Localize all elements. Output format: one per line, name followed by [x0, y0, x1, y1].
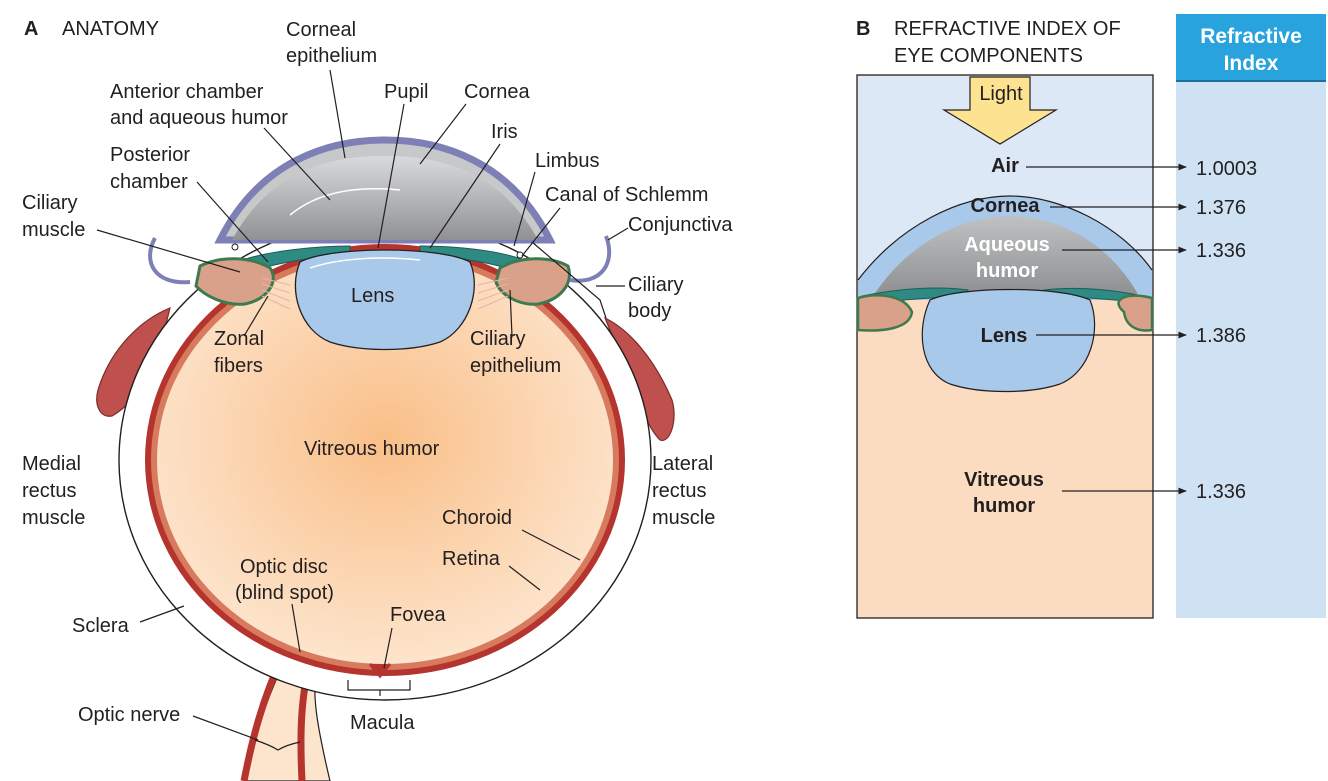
- label-optic-disc-2: (blind spot): [235, 582, 334, 604]
- conjunctiva-left: [148, 237, 191, 285]
- row-air-index: 1.0003: [1196, 158, 1257, 180]
- zonal-fibers: [261, 277, 509, 310]
- lens: [294, 249, 475, 351]
- label-corneal-epithelium-2: epithelium: [286, 45, 377, 67]
- label-cornea: Cornea: [464, 81, 530, 103]
- ciliary-body-left: [194, 257, 275, 306]
- label-medial-rectus-3: muscle: [22, 507, 85, 529]
- panel-b-title-2: EYE COMPONENTS: [894, 45, 1083, 67]
- panel-b-title-1: REFRACTIVE INDEX OF: [894, 18, 1121, 40]
- column-header-2: Index: [1224, 52, 1279, 75]
- conjunctiva-right: [569, 235, 612, 283]
- light-label: Light: [979, 83, 1023, 105]
- label-macula: Macula: [350, 712, 415, 734]
- label-medial-rectus-2: rectus: [22, 480, 76, 502]
- column-header-1: Refractive: [1200, 25, 1302, 48]
- row-lens-index: 1.386: [1196, 325, 1246, 347]
- label-ciliary-body-2: body: [628, 300, 671, 322]
- label-anterior-chamber-2: and aqueous humor: [110, 107, 288, 129]
- label-optic-nerve: Optic nerve: [78, 704, 180, 726]
- label-ciliary-muscle-1: Ciliary: [22, 192, 78, 214]
- row-lens-name: Lens: [981, 325, 1028, 347]
- label-canal-of-schlemm: Canal of Schlemm: [545, 184, 708, 206]
- row-vitreous-index: 1.336: [1196, 481, 1246, 503]
- leader-lines: [96, 69, 629, 741]
- row-cornea-index: 1.376: [1196, 197, 1246, 219]
- index-column-header: [1176, 14, 1326, 80]
- aqueous-section: [872, 216, 1140, 298]
- label-limbus: Limbus: [535, 150, 599, 172]
- label-vitreous-humor: Vitreous humor: [304, 438, 440, 460]
- row-aqueous-index: 1.336: [1196, 240, 1246, 262]
- label-medial-rectus-1: Medial: [22, 453, 81, 475]
- label-lens: Lens: [351, 285, 394, 307]
- vitreous-humor: [157, 256, 613, 664]
- label-ciliary-epithelium-2: epithelium: [470, 355, 561, 377]
- light-arrow: [941, 76, 1059, 145]
- refractive-panel: [856, 14, 1326, 619]
- row-aqueous-name-2: humor: [976, 260, 1038, 282]
- label-corneal-epithelium-1: Corneal: [286, 19, 356, 41]
- label-zonal-fibers-1: Zonal: [214, 328, 264, 350]
- label-fovea: Fovea: [390, 604, 446, 626]
- row-vitreous-name-1: Vitreous: [964, 469, 1044, 491]
- label-lateral-rectus-2: rectus: [652, 480, 706, 502]
- label-choroid: Choroid: [442, 507, 512, 529]
- row-vitreous-name-2: humor: [973, 495, 1035, 517]
- label-anterior-chamber-1: Anterior chamber: [110, 81, 264, 103]
- label-conjunctiva: Conjunctiva: [628, 214, 733, 236]
- label-posterior-chamber-2: chamber: [110, 171, 188, 193]
- lens-section: [921, 288, 1096, 393]
- label-lateral-rectus-1: Lateral: [652, 453, 713, 475]
- anatomy-labels: A ANATOMY Corneal epithelium Anterior ch…: [22, 18, 733, 734]
- anatomy-panel: [96, 69, 675, 781]
- index-column: [1176, 14, 1326, 618]
- panel-b-letter: B: [856, 18, 870, 40]
- label-lateral-rectus-3: muscle: [652, 507, 715, 529]
- row-cornea-name: Cornea: [971, 195, 1041, 217]
- label-ciliary-muscle-2: muscle: [22, 219, 85, 241]
- label-pupil: Pupil: [384, 81, 428, 103]
- panel-a-title: ANATOMY: [62, 18, 159, 40]
- label-sclera: Sclera: [72, 615, 130, 637]
- row-aqueous-name-1: Aqueous: [964, 234, 1050, 256]
- index-arrows: [1026, 163, 1187, 495]
- label-zonal-fibers-2: fibers: [214, 355, 263, 377]
- refractive-labels: B REFRACTIVE INDEX OF EYE COMPONENTS Ref…: [856, 18, 1302, 517]
- label-ciliary-body-1: Ciliary: [628, 274, 684, 296]
- label-retina: Retina: [442, 548, 501, 570]
- label-ciliary-epithelium-1: Ciliary: [470, 328, 526, 350]
- row-air-name: Air: [991, 155, 1019, 177]
- macula-brace: [347, 680, 411, 696]
- panel-a-letter: A: [24, 18, 38, 40]
- label-posterior-chamber-1: Posterior: [110, 144, 190, 166]
- label-iris: Iris: [491, 121, 518, 143]
- label-optic-disc-1: Optic disc: [240, 556, 328, 578]
